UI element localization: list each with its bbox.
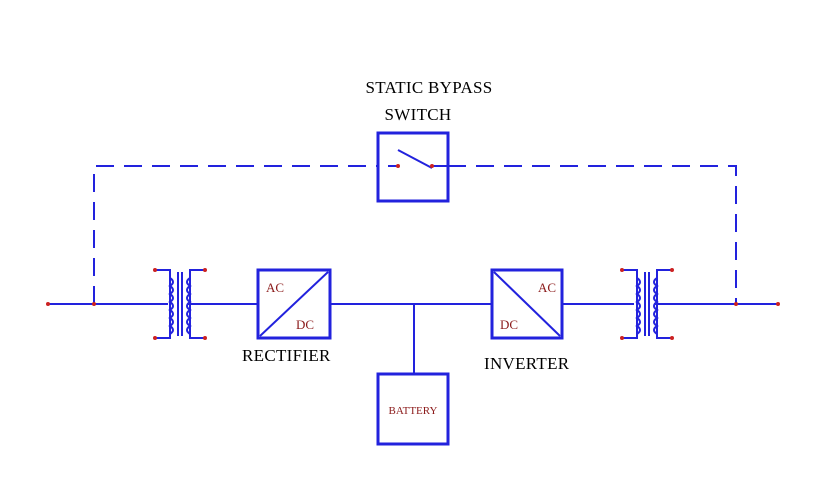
battery-branch <box>376 304 450 446</box>
rectifier-block <box>256 268 332 340</box>
bypass-label-line2: SWITCH <box>385 105 452 124</box>
inverter-ac-label: AC <box>538 280 556 295</box>
main-bus <box>46 302 780 306</box>
bypass-path <box>92 165 738 306</box>
inverter-label: INVERTER <box>484 354 570 373</box>
output-transformer-icon <box>620 268 674 340</box>
rectifier-label: RECTIFIER <box>242 346 331 365</box>
rectifier-dc-label: DC <box>296 317 314 332</box>
static-bypass-switch <box>376 131 450 203</box>
battery-label: BATTERY <box>389 405 438 417</box>
inverter-block <box>490 268 564 340</box>
inverter-dc-label: DC <box>500 317 518 332</box>
input-transformer-icon <box>153 268 207 340</box>
rectifier-ac-label: AC <box>266 280 284 295</box>
bypass-label-line1: STATIC BYPASS <box>365 78 492 97</box>
